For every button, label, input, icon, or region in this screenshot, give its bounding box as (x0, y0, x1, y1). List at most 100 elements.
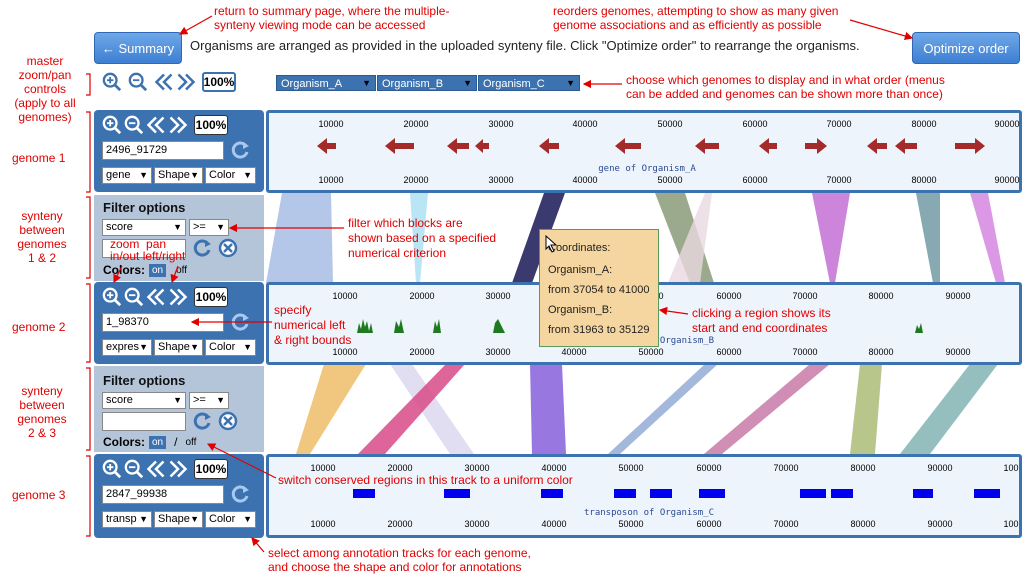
organism-select-3[interactable]: Organism_C▼ (478, 75, 580, 91)
filter-value-input[interactable] (102, 239, 186, 258)
genome-1-color-select[interactable]: Color▼ (205, 167, 256, 184)
optimize-order-button[interactable]: Optimize order (912, 32, 1020, 64)
pan-left-icon[interactable] (146, 115, 166, 135)
pan-left-icon[interactable] (154, 72, 174, 92)
filter-field-select[interactable]: score▼ (102, 219, 186, 236)
filter-operator-select-label: >= (193, 394, 206, 406)
synteny-band (266, 193, 333, 283)
zoom-in-icon[interactable] (102, 115, 122, 135)
tooltip-range-b: from 31963 to 35129 (548, 324, 650, 336)
genome-3-track-select[interactable]: transp▼ (102, 511, 152, 528)
synteny-band (970, 193, 1005, 283)
genome-1-track-select[interactable]: gene▼ (102, 167, 152, 184)
pan-right-icon[interactable] (168, 459, 188, 479)
colors-on-button[interactable]: on (149, 263, 167, 277)
genome-1-panel: 100% 2496_91729 gene▼ Shape▼ Color▼ (94, 110, 264, 192)
annotation-word: in/out (110, 249, 140, 263)
tick-label: 10000 (332, 347, 358, 357)
annotation-line: zoom/pan (18, 68, 72, 82)
tick-label: 60000 (742, 175, 768, 185)
pan-right-icon[interactable] (168, 287, 188, 307)
synteny-band (812, 193, 850, 283)
apply-filter-icon[interactable] (193, 238, 213, 263)
genome-3-shape-select[interactable]: Shape▼ (154, 511, 203, 528)
filter-field-select[interactable]: score▼ (102, 392, 186, 409)
tick-label: 50000 (618, 463, 644, 473)
chevron-down-icon: ▼ (139, 342, 148, 352)
genome-3-zoom-reset[interactable]: 100% (194, 459, 228, 479)
genome-1-track[interactable]: 10000 20000 30000 40000 50000 60000 7000… (266, 110, 1022, 193)
zoom-out-icon[interactable] (128, 72, 148, 92)
genome-2-range-input[interactable]: 1_98370 (102, 313, 224, 332)
genome-2-shape-select[interactable]: Shape▼ (154, 339, 203, 356)
annotation-line: & right bounds (274, 333, 352, 347)
clear-filter-icon[interactable] (218, 411, 238, 436)
genome-2-track-select[interactable]: expres▼ (102, 339, 152, 356)
synteny-band (296, 364, 366, 454)
gene-arrow (955, 138, 985, 154)
genome-1-range-input[interactable]: 2496_91729 (102, 141, 224, 160)
genome-2-zoom-reset[interactable]: 100% (194, 287, 228, 307)
transposon-block (974, 489, 1000, 498)
genome-2-panel: 100% 1_98370 expres▼ Shape▼ Color▼ (94, 282, 264, 364)
tick-label: 20000 (409, 291, 435, 301)
tick-label: 30000 (485, 291, 511, 301)
pan-left-icon[interactable] (146, 459, 166, 479)
genome-1-track-label: gene of Organism_A (598, 164, 696, 174)
colors-off-button[interactable]: off (185, 436, 197, 448)
zoom-in-icon[interactable] (102, 72, 122, 92)
colors-on-button[interactable]: on (149, 435, 167, 449)
tick-label: 40000 (541, 519, 567, 529)
colors-label: Colors: (103, 263, 145, 277)
chevron-down-icon: ▼ (139, 170, 148, 180)
annotation-line: synteny viewing mode can be accessed (214, 18, 426, 32)
synteny-band (704, 364, 830, 454)
genome-2-color-select[interactable]: Color▼ (205, 339, 256, 356)
organism-select-2[interactable]: Organism_B▼ (377, 75, 477, 91)
transposon-block (444, 489, 470, 498)
apply-filter-icon[interactable] (193, 411, 213, 436)
genome-3-color-select[interactable]: Color▼ (205, 511, 256, 528)
annotation-word: pan (146, 237, 167, 251)
reset-range-icon[interactable] (231, 312, 251, 337)
zoom-out-icon[interactable] (124, 459, 144, 479)
reset-range-icon[interactable] (231, 484, 251, 509)
annotation-line: numerical criterion (348, 246, 447, 260)
annotation-line: and choose the shape and color for annot… (268, 560, 522, 574)
genome-1-zoom-controls: 100% (102, 115, 228, 135)
reset-range-icon[interactable] (231, 140, 251, 165)
genome-2-color-select-label: Color (209, 341, 236, 353)
transposon-block (699, 489, 725, 498)
gene-arrow (895, 138, 917, 154)
clear-filter-icon[interactable] (218, 238, 238, 263)
tick-label: 60000 (716, 347, 742, 357)
pan-left-icon[interactable] (146, 287, 166, 307)
zoom-in-icon[interactable] (102, 287, 122, 307)
pan-right-icon[interactable] (168, 115, 188, 135)
filter-value-input[interactable] (102, 412, 186, 431)
filter-operator-select[interactable]: >=▼ (189, 219, 229, 236)
genome-3-track[interactable]: 10000 20000 30000 40000 50000 60000 7000… (266, 454, 1022, 538)
genome-3-shape-select-label: Shape (158, 513, 190, 525)
genome-2-zoom-controls: 100% (102, 287, 228, 307)
master-zoom-reset[interactable]: 100% (202, 72, 236, 92)
gene-arrow (615, 138, 641, 154)
genome-1-zoom-reset[interactable]: 100% (194, 115, 228, 135)
zoom-in-icon[interactable] (102, 459, 122, 479)
filter-panel-2-3: Filter options score▼ >=▼ Colors: on / o… (94, 366, 264, 452)
zoom-out-icon[interactable] (124, 115, 144, 135)
transposon-block (650, 489, 672, 498)
filter-operator-select[interactable]: >=▼ (189, 392, 229, 409)
chevron-down-icon: ▼ (190, 170, 199, 180)
annotation-specify-bounds: specify numerical left & right bounds (274, 303, 351, 348)
synteny-band (900, 364, 998, 454)
summary-button[interactable]: ← Summary (94, 32, 182, 64)
filter-operator-select-label: >= (193, 221, 206, 233)
organism-select-1[interactable]: Organism_A▼ (276, 75, 376, 91)
colors-off-button[interactable]: off (176, 264, 188, 276)
genome-1-shape-select[interactable]: Shape▼ (154, 167, 203, 184)
pan-right-icon[interactable] (176, 72, 196, 92)
genome-3-range-input[interactable]: 2847_99938 (102, 485, 224, 504)
genome-2-track-label: Organism_B (659, 336, 715, 346)
zoom-out-icon[interactable] (124, 287, 144, 307)
